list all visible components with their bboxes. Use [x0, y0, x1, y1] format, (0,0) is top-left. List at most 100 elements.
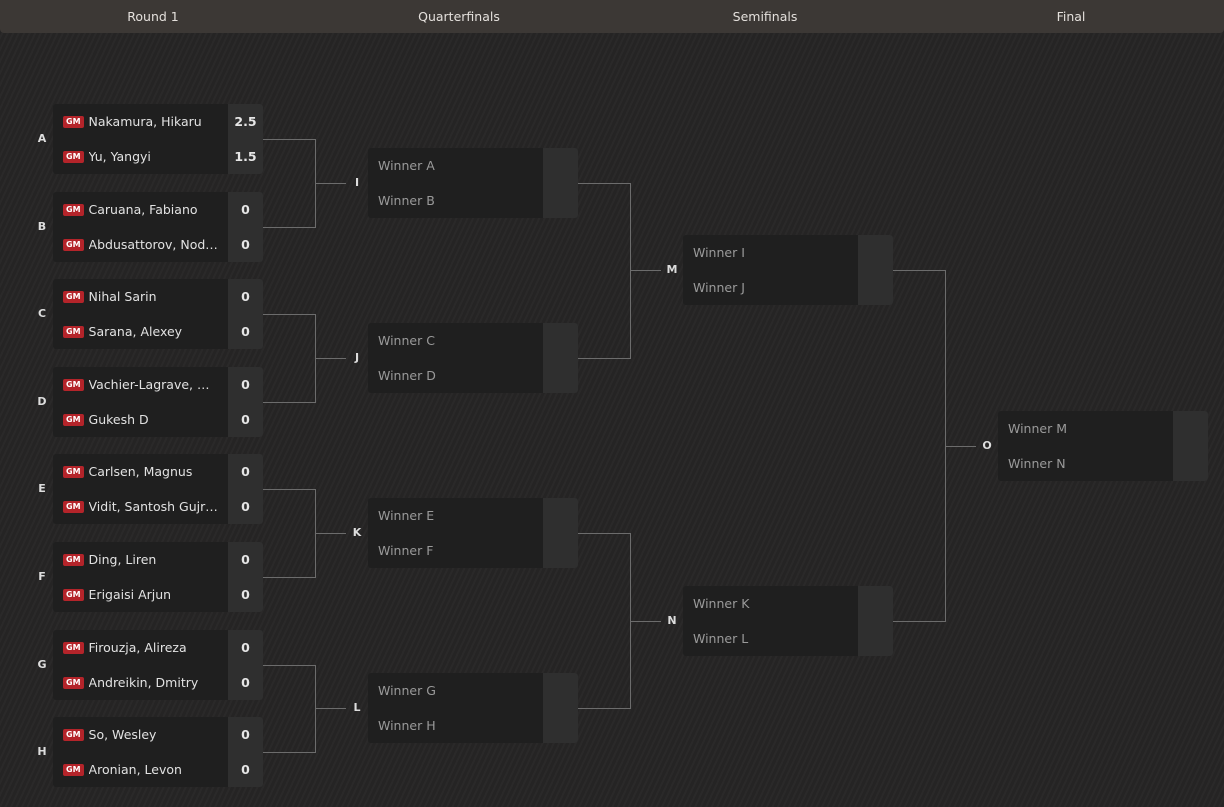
player-name[interactable]: Caruana, Fabiano: [88, 202, 198, 217]
round-title-round-1: Round 1: [127, 9, 179, 24]
match-label: E: [38, 482, 46, 495]
score-column: [543, 498, 578, 568]
slot-row[interactable]: Winner B: [368, 183, 578, 218]
slot-placeholder: Winner H: [378, 718, 436, 733]
slot-row[interactable]: Winner L: [683, 621, 893, 656]
match-N[interactable]: Winner K Winner L: [683, 586, 893, 656]
player-name[interactable]: So, Wesley: [88, 727, 157, 742]
slot-row[interactable]: Winner D: [368, 358, 578, 393]
title-badge: GM: [63, 676, 84, 689]
connector-line: [630, 270, 661, 272]
slot-placeholder: Winner F: [378, 543, 434, 558]
title-badge: GM: [63, 413, 84, 426]
connector-line: [263, 139, 315, 140]
player-name[interactable]: Erigaisi Arjun: [88, 587, 172, 602]
connector-line: [315, 358, 346, 359]
player-score: 0: [241, 464, 250, 479]
slot-row[interactable]: Winner J: [683, 270, 893, 305]
player-name[interactable]: Abdusattorov, Nodirbek: [88, 237, 219, 252]
round-header: Round 1 Quarterfinals Semifinals Final: [0, 0, 1224, 33]
slot-placeholder: Winner J: [693, 280, 745, 295]
title-badge: GM: [63, 115, 84, 128]
title-badge: GM: [63, 500, 84, 513]
player-name[interactable]: Sarana, Alexey: [88, 324, 183, 339]
player-name[interactable]: Carlsen, Magnus: [88, 464, 193, 479]
match-label: N: [667, 614, 677, 627]
slot-row[interactable]: Winner H: [368, 708, 578, 743]
score-column: [228, 454, 263, 524]
connector-line: [263, 664, 315, 666]
match-label: H: [37, 745, 47, 758]
player-score: 0: [241, 587, 250, 602]
slot-placeholder: Winner I: [693, 245, 745, 260]
player-name[interactable]: Andreikin, Dmitry: [88, 675, 199, 690]
slot-row[interactable]: Winner A: [368, 148, 578, 183]
slot-row[interactable]: Winner I: [683, 235, 893, 270]
player-name[interactable]: Vachier-Lagrave, Maxime: [88, 377, 219, 392]
score-column: [228, 192, 263, 262]
player-name[interactable]: Aronian, Levon: [88, 762, 182, 777]
connector-line: [893, 620, 945, 622]
slot-placeholder: Winner E: [378, 508, 435, 523]
player-name[interactable]: Firouzja, Alireza: [88, 640, 187, 655]
slot-row[interactable]: Winner K: [683, 586, 893, 621]
match-L[interactable]: Winner G Winner H: [368, 673, 578, 743]
player-name[interactable]: Vidit, Santosh Gujrathi: [88, 499, 219, 514]
player-score: 0: [241, 727, 250, 742]
connector-line: [945, 445, 976, 447]
player-score: 0: [241, 762, 250, 777]
match-K[interactable]: Winner E Winner F: [368, 498, 578, 568]
slot-row[interactable]: Winner M: [998, 411, 1208, 446]
title-badge: GM: [63, 203, 84, 216]
connector-line: [893, 270, 945, 272]
title-badge: GM: [63, 238, 84, 251]
match-M[interactable]: Winner I Winner J: [683, 235, 893, 305]
player-name[interactable]: Gukesh D: [88, 412, 149, 427]
slot-row[interactable]: Winner E: [368, 498, 578, 533]
player-name[interactable]: Yu, Yangyi: [88, 149, 151, 164]
slot-row[interactable]: Winner G: [368, 673, 578, 708]
match-label: G: [37, 658, 47, 671]
player-name[interactable]: Nakamura, Hikaru: [88, 114, 202, 129]
slot-row[interactable]: Winner C: [368, 323, 578, 358]
slot-placeholder: Winner K: [693, 596, 750, 611]
score-column: [1173, 411, 1208, 481]
score-column: [543, 673, 578, 743]
match-J[interactable]: Winner C Winner D: [368, 323, 578, 393]
connector-line: [630, 620, 661, 622]
player-score: 0: [241, 640, 250, 655]
slot-row[interactable]: Winner N: [998, 446, 1208, 481]
slot-placeholder: Winner L: [693, 631, 749, 646]
title-badge: GM: [63, 588, 84, 601]
player-row[interactable]: GM Erigaisi Arjun 0: [53, 577, 263, 612]
slot-placeholder: Winner D: [378, 368, 436, 383]
player-name[interactable]: Nihal Sarin: [88, 289, 157, 304]
player-name[interactable]: Ding, Liren: [88, 552, 157, 567]
slot-row[interactable]: Winner F: [368, 533, 578, 568]
